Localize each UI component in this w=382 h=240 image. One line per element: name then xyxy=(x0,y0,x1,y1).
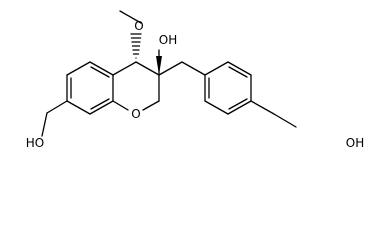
hydroxyl-c3-label: OH xyxy=(159,33,177,47)
stereo-wedge xyxy=(156,56,162,75)
bond xyxy=(142,100,160,111)
double-bond xyxy=(90,66,110,78)
hydroxyl-right-label: OH xyxy=(346,136,364,150)
methoxy-group xyxy=(119,10,142,59)
aromatic-ring-a xyxy=(66,61,114,115)
bond xyxy=(41,112,48,137)
double-bond xyxy=(90,98,110,110)
bond xyxy=(250,100,275,115)
hydroxyl-left-label: HO xyxy=(26,136,44,150)
bond xyxy=(89,100,114,115)
bond xyxy=(227,61,252,76)
bond xyxy=(66,61,91,76)
bond xyxy=(158,61,183,76)
bond xyxy=(204,61,229,76)
bond xyxy=(89,61,114,76)
methoxy-oxygen-label: O xyxy=(134,19,143,33)
bond xyxy=(46,100,68,114)
bond xyxy=(112,61,137,76)
bond xyxy=(227,100,252,115)
structure-canvas: O HO O OH OH xyxy=(26,10,364,150)
double-bond xyxy=(228,66,248,78)
chemical-structure: O HO O OH OH xyxy=(26,10,364,150)
bond xyxy=(135,61,160,76)
pyran-ring xyxy=(112,61,160,111)
aromatic-ring-b xyxy=(204,61,252,115)
bond xyxy=(273,113,297,128)
double-bond xyxy=(228,98,248,110)
bond xyxy=(119,10,142,24)
bond xyxy=(66,100,91,115)
ring-oxygen-label: O xyxy=(131,107,140,121)
bond xyxy=(112,100,129,111)
bond xyxy=(181,61,206,76)
bond xyxy=(204,100,229,115)
